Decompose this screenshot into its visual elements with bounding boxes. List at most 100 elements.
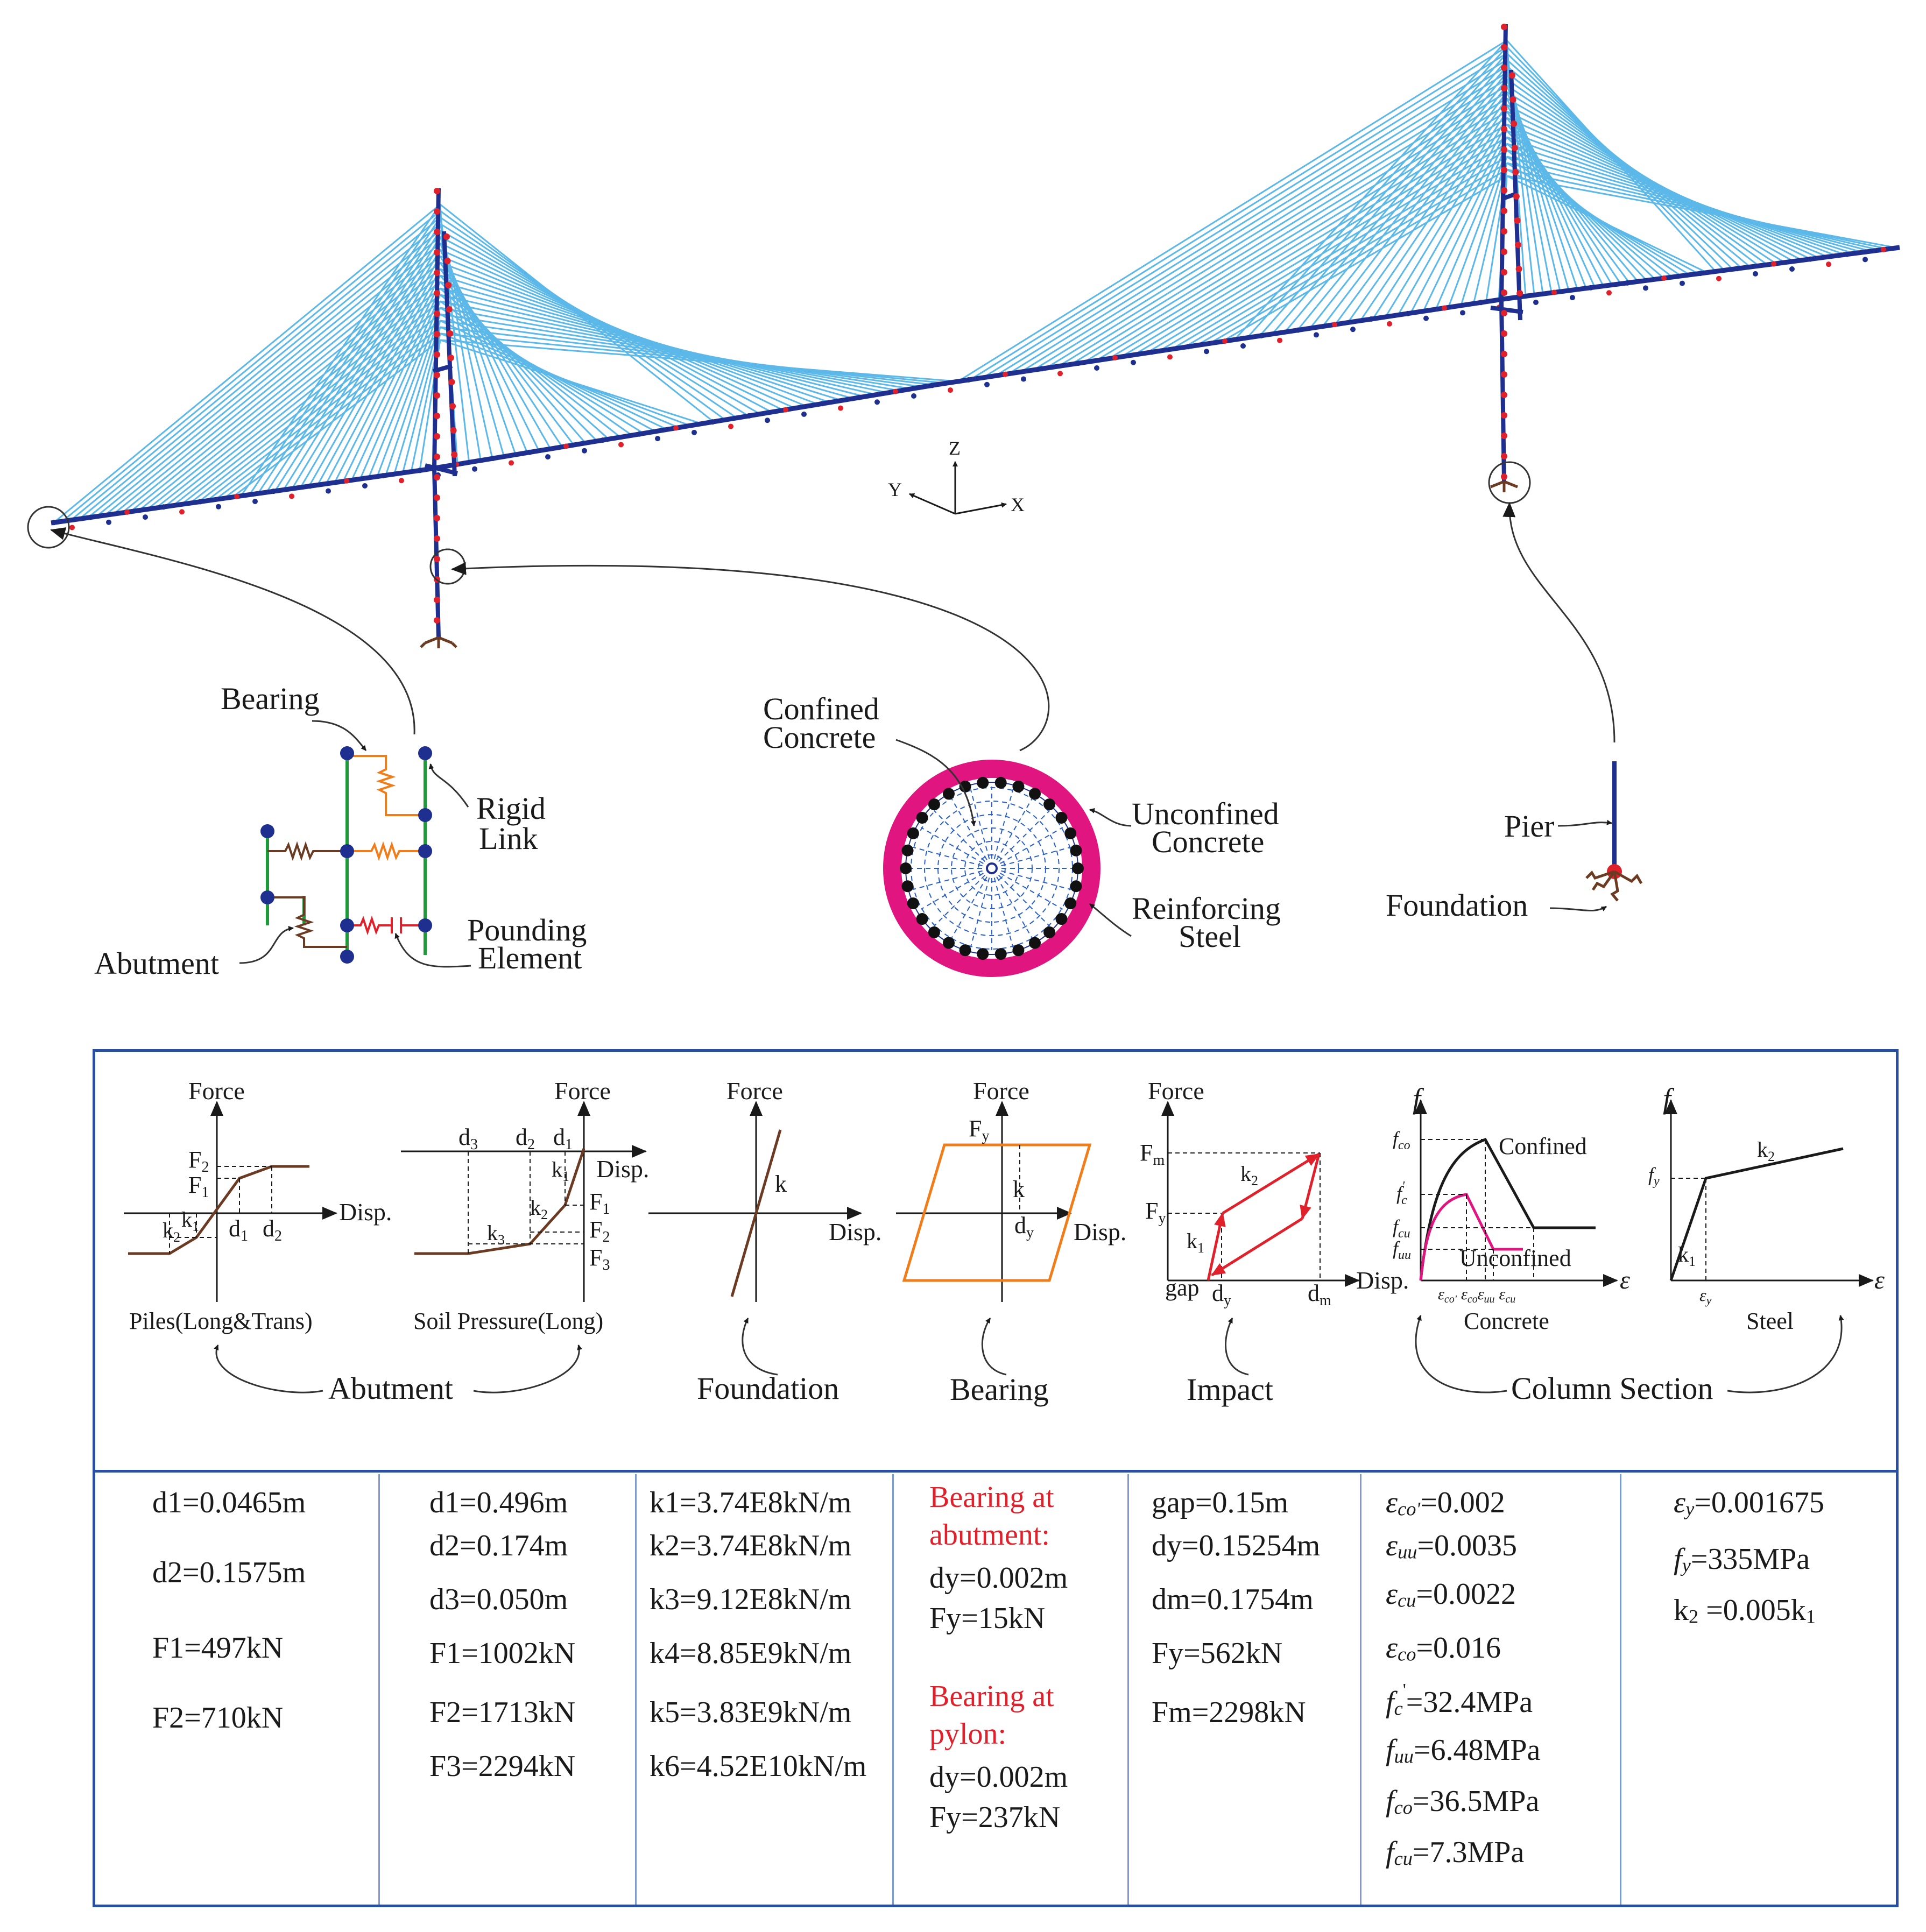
- concrete-xlabel: ε: [1620, 1266, 1630, 1294]
- section-fiber-ray: [993, 877, 1014, 948]
- deck-node: [1881, 246, 1886, 252]
- pylon-node: [448, 379, 455, 385]
- stay-cable: [440, 313, 912, 390]
- param-steel-ey: εy=0.001675: [1674, 1486, 1824, 1520]
- soil-caption: Soil Pressure(Long): [413, 1308, 603, 1334]
- column-divider-1: [378, 1474, 380, 1905]
- pylon-node: [1509, 96, 1516, 103]
- pylon-node: [1501, 65, 1507, 71]
- abutment-group-brace-right: [473, 1344, 583, 1393]
- pylon-node: [434, 310, 440, 317]
- deck-node: [1551, 289, 1557, 295]
- soil-F3: F3: [589, 1244, 610, 1273]
- stay-cable: [440, 294, 877, 395]
- section-fiber-ray: [998, 810, 1050, 862]
- stay-cable: [70, 216, 441, 521]
- stay-cable: [300, 249, 441, 488]
- deck-node: [1039, 366, 1045, 372]
- stay-cable: [1506, 149, 1863, 253]
- stay-cable: [1334, 91, 1508, 325]
- deck-node: [51, 520, 57, 526]
- deck-node: [1277, 337, 1282, 343]
- piles-d1: d1: [229, 1215, 248, 1244]
- deck-node: [1240, 343, 1246, 349]
- param-concrete-fc-prime: fc'=32.4MPa: [1386, 1680, 1533, 1719]
- rebar: [959, 944, 971, 957]
- stay-cable: [1506, 168, 1889, 250]
- deck-node: [106, 519, 111, 525]
- stay-cable: [1159, 143, 1507, 352]
- axis-z-label: Z: [949, 437, 961, 459]
- stay-cable: [1506, 143, 1854, 254]
- deck-node: [600, 437, 605, 443]
- deck-node: [1350, 327, 1356, 332]
- rebar: [1070, 880, 1082, 893]
- piles-F2: F2: [188, 1147, 209, 1176]
- pylon-node: [434, 249, 440, 256]
- pylon-node: [450, 427, 457, 434]
- foundation-caption: Foundation: [697, 1371, 839, 1406]
- param-foundation-k2: k2=3.74E8kN/m: [650, 1529, 852, 1562]
- deck-node: [1076, 360, 1081, 366]
- stay-cable: [1284, 66, 1508, 333]
- rebar: [977, 948, 989, 960]
- soil-d3: d3: [458, 1124, 478, 1153]
- foundation-xlabel: Disp.: [829, 1218, 881, 1245]
- left-pylon-nodes: [434, 188, 458, 624]
- stay-cable: [1506, 136, 1846, 256]
- deck-node: [893, 388, 898, 394]
- param-concrete-fco: fco=36.5MPa: [1386, 1785, 1540, 1818]
- deck-node: [88, 514, 93, 520]
- deck-node: [417, 468, 422, 473]
- deck-node: [820, 401, 825, 407]
- pylon-node: [1501, 473, 1507, 480]
- piles-xlabel: Disp.: [339, 1198, 392, 1226]
- pylon-node: [1501, 269, 1507, 275]
- deck-node: [1112, 355, 1118, 360]
- stay-cable: [189, 307, 441, 504]
- param-bearing-pylon-Fy: Fy=237kN: [929, 1801, 1061, 1834]
- deck-node: [765, 417, 770, 423]
- deck-node: [1808, 256, 1813, 262]
- pylon-node: [434, 290, 440, 296]
- leader-abutment: [50, 527, 415, 735]
- deck-node: [527, 449, 532, 455]
- stay-cable: [316, 262, 441, 486]
- pylon-node: [1501, 433, 1507, 439]
- section-fiber-ray: [1001, 870, 1071, 890]
- soil-F1: F1: [589, 1188, 610, 1218]
- plot-impact: [1161, 1101, 1360, 1287]
- piles-F1: F1: [188, 1172, 209, 1201]
- deck-node: [490, 456, 496, 462]
- param-foundation-k1: k1=3.74E8kN/m: [650, 1486, 852, 1519]
- deck-node: [1405, 310, 1410, 316]
- deck-node: [929, 383, 935, 388]
- rebar: [901, 844, 914, 857]
- stay-cable: [325, 268, 441, 484]
- pylon-node: [1501, 85, 1507, 91]
- impact-gap: gap: [1165, 1275, 1200, 1301]
- deck-node: [1295, 327, 1301, 333]
- rebar: [916, 913, 928, 925]
- plot-steel: [1664, 1099, 1874, 1287]
- label-unconfined-2: Concrete: [1152, 824, 1264, 859]
- deck-node: [637, 431, 642, 437]
- param-steel-k2: k2 =0.005k1: [1674, 1594, 1816, 1627]
- pylon-node: [1514, 217, 1521, 224]
- column-divider-5: [1360, 1474, 1361, 1905]
- pylon-node: [434, 188, 440, 194]
- stay-cable: [376, 307, 441, 477]
- stay-cable: [223, 332, 441, 499]
- param-soil-F3: F3=2294kN: [429, 1750, 576, 1783]
- deck-node: [1442, 305, 1447, 311]
- axis-y-label: Y: [888, 479, 902, 500]
- abutment-bearing-assembly: Bearing Rigid Link Abutment Pounding Ele…: [94, 681, 587, 981]
- column-divider-4: [1127, 1474, 1129, 1905]
- deck-node: [1625, 280, 1630, 286]
- stay-cable: [970, 46, 1507, 380]
- rebar: [977, 776, 989, 789]
- pylon-node: [434, 372, 440, 378]
- pylon-node: [434, 331, 440, 337]
- deck-node: [911, 393, 916, 399]
